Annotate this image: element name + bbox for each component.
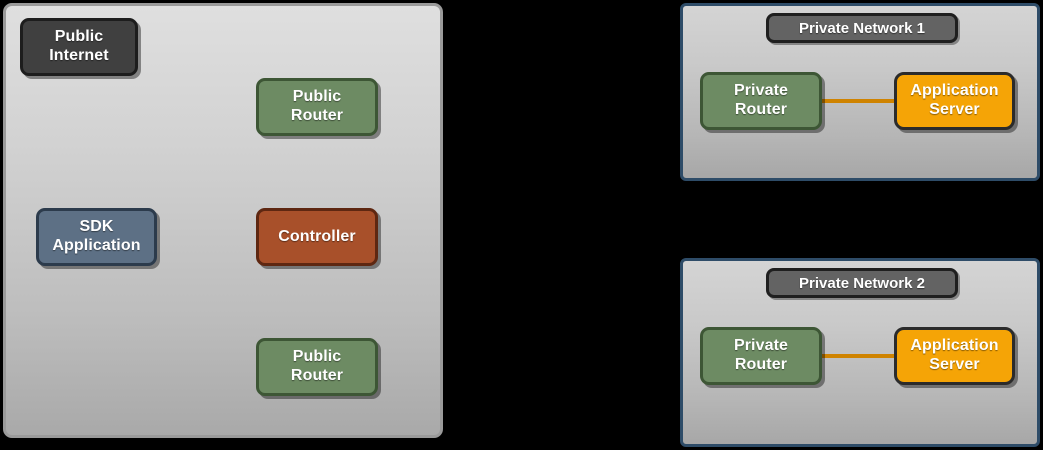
private-network-1-title: Private Network 1 <box>766 13 958 43</box>
private-network-2-link <box>822 354 894 358</box>
private-network-2-title-label: Private Network 2 <box>799 274 925 292</box>
private-network-2-router-label: Private Router <box>733 337 789 373</box>
private-network-1-router[interactable]: Private Router <box>700 72 822 130</box>
private-network-2-router[interactable]: Private Router <box>700 327 822 385</box>
node-public-internet[interactable]: Public Internet <box>20 18 138 76</box>
private-network-1-title-label: Private Network 1 <box>799 19 925 37</box>
private-network-2-zone: Private Network 2 Private Router Applica… <box>680 258 1040 447</box>
node-public-internet-label: Public Internet <box>49 28 109 64</box>
private-network-1-app-server-label: Application Server <box>910 82 999 118</box>
private-network-2-app-server-label: Application Server <box>910 337 999 373</box>
private-network-2-app-server[interactable]: Application Server <box>894 327 1015 385</box>
node-public-router-bottom[interactable]: Public Router <box>256 338 378 396</box>
node-public-router-bottom-label: Public Router <box>290 348 344 384</box>
private-network-2-title: Private Network 2 <box>766 268 958 298</box>
private-network-1-zone: Private Network 1 Private Router Applica… <box>680 3 1040 181</box>
node-sdk-application[interactable]: SDK Application <box>36 208 157 266</box>
node-controller[interactable]: Controller <box>256 208 378 266</box>
node-controller-label: Controller <box>278 227 356 245</box>
node-sdk-application-label: SDK Application <box>52 218 141 254</box>
private-network-1-link <box>822 99 894 103</box>
node-public-router-top-label: Public Router <box>290 88 344 124</box>
private-network-1-router-label: Private Router <box>733 82 789 118</box>
public-cloud-zone: Public Internet Public Router SDK Applic… <box>3 3 443 438</box>
private-network-1-app-server[interactable]: Application Server <box>894 72 1015 130</box>
node-public-router-top[interactable]: Public Router <box>256 78 378 136</box>
